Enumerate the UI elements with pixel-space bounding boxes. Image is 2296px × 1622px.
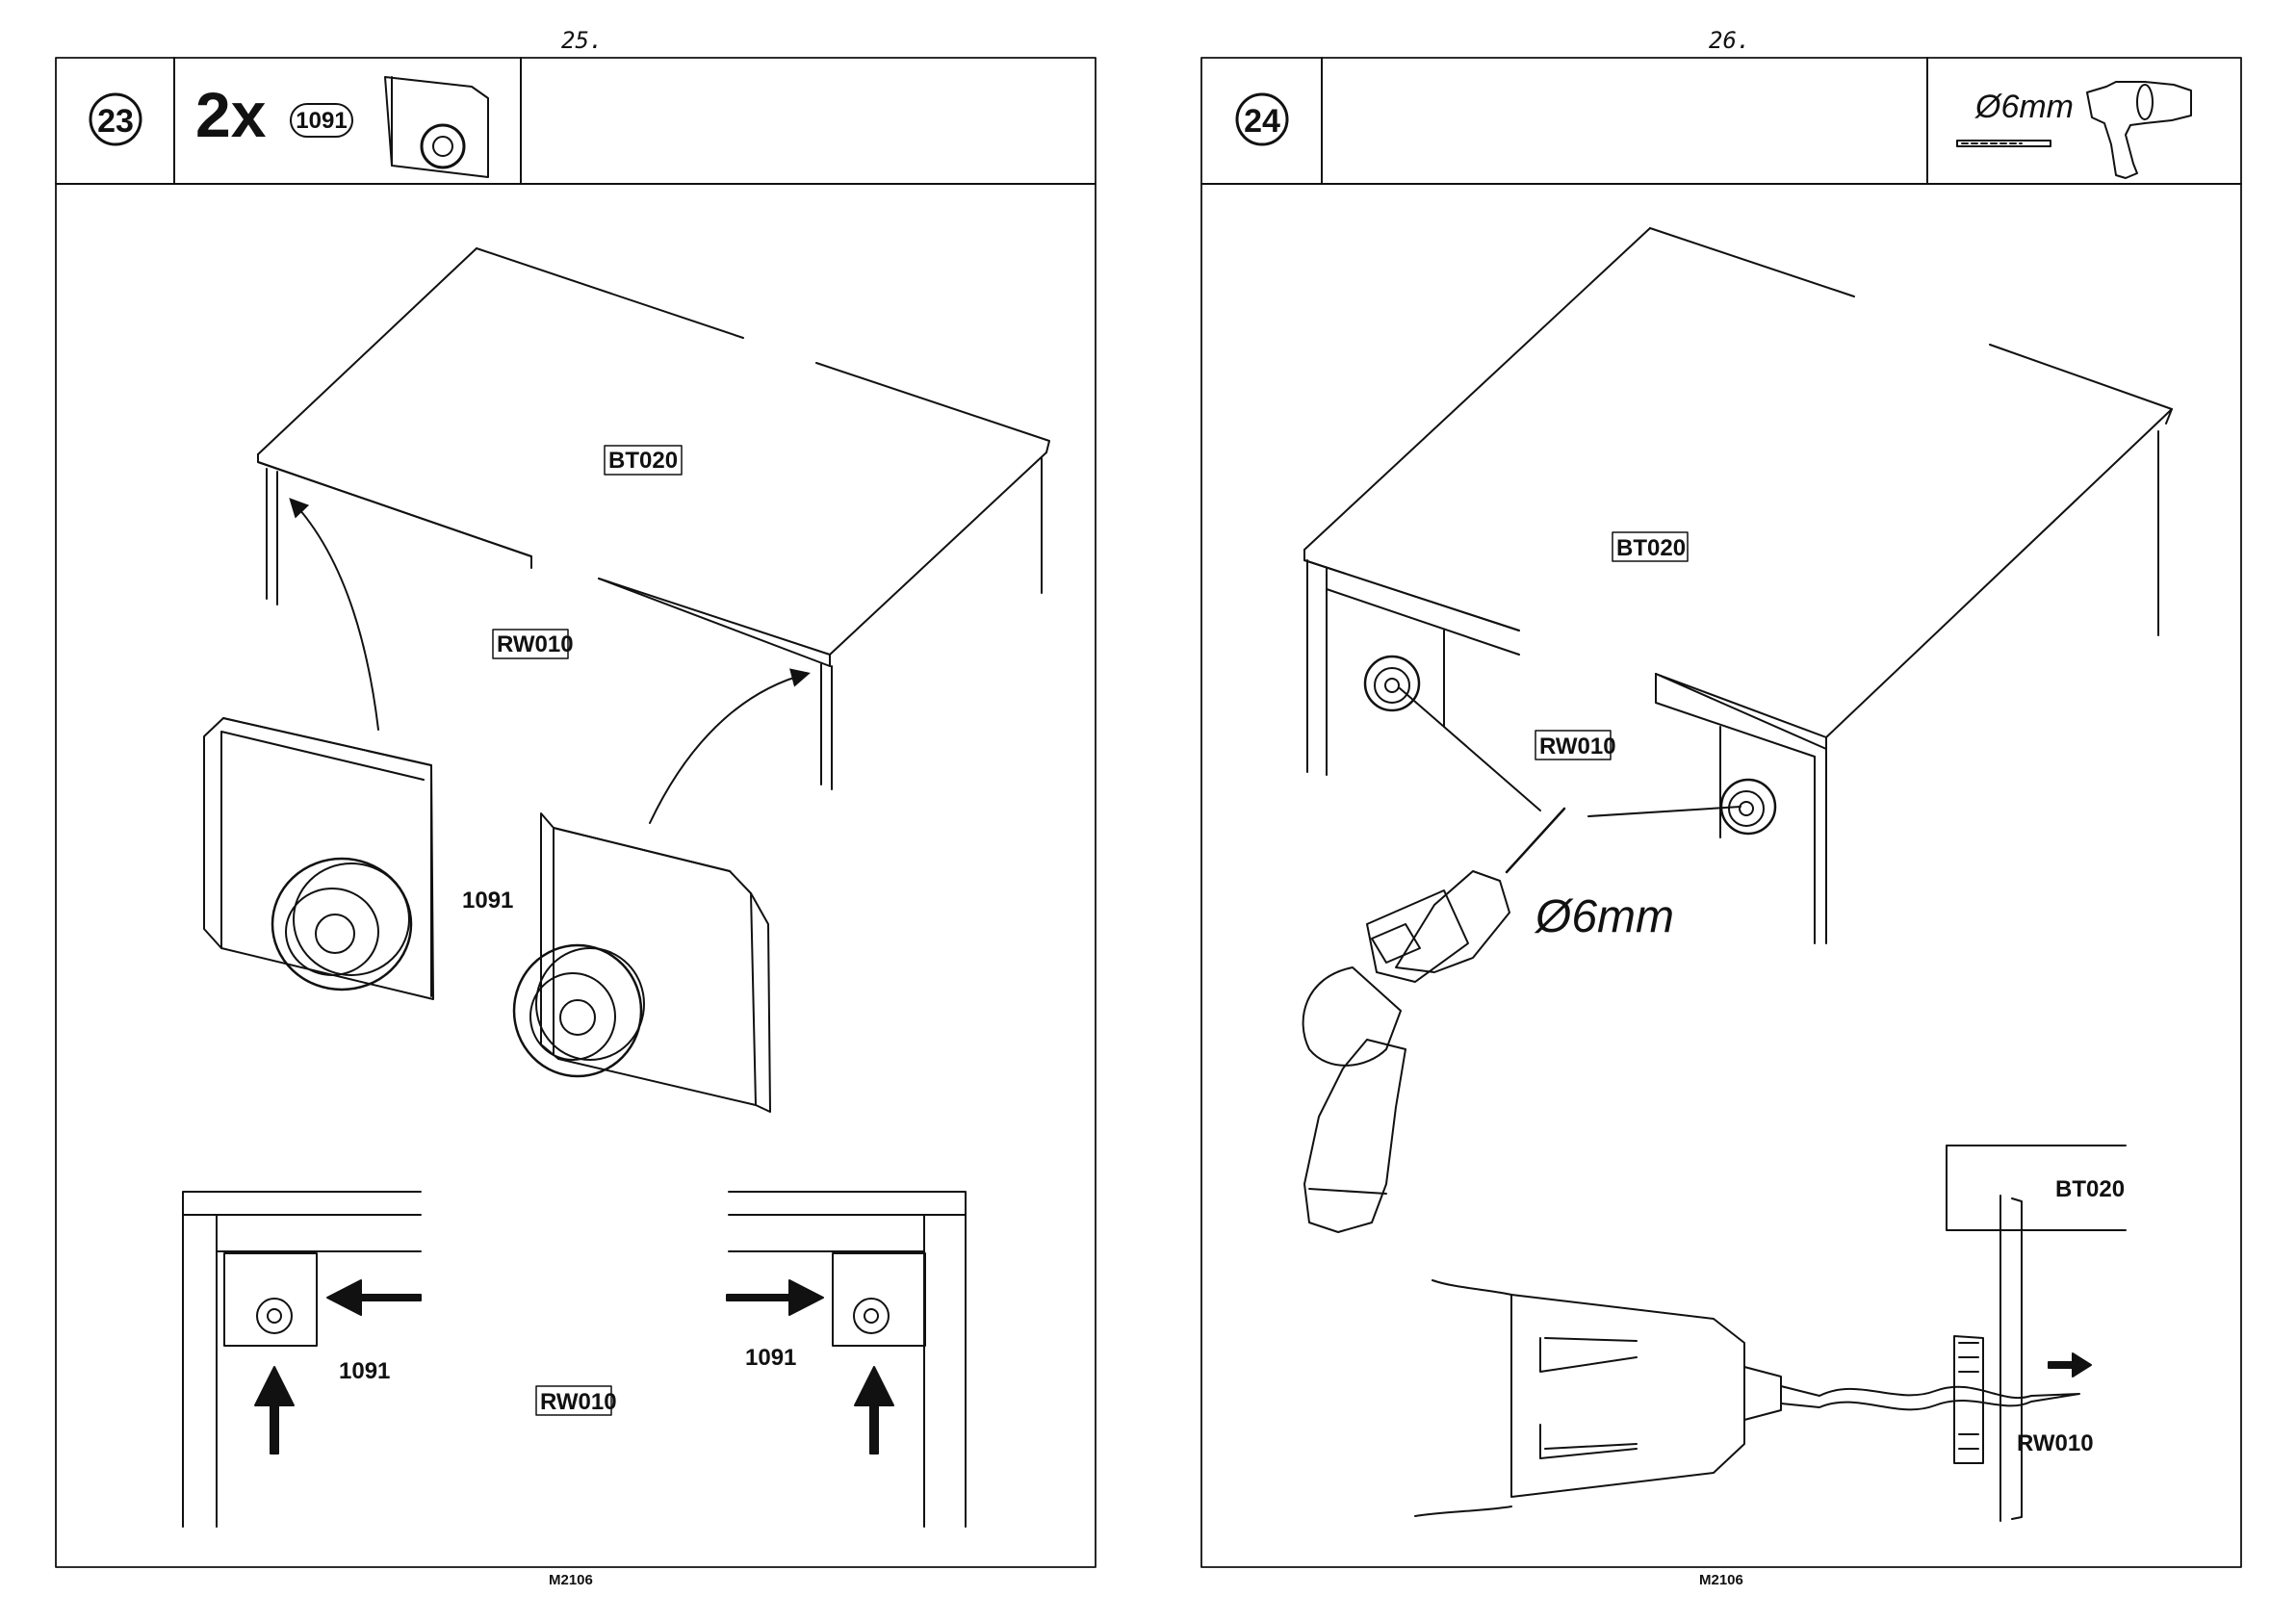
right-insert-arrow [650, 674, 807, 823]
top-panel-code: BT020 [608, 448, 678, 474]
detail-view-right-page [1415, 1146, 2126, 1521]
arrow-icon [2049, 1353, 2091, 1377]
arrow-icon [327, 1280, 421, 1315]
detail-panel-code: BT020 [2055, 1176, 2125, 1202]
part-thumbnail [385, 77, 488, 177]
detail-left-part-label: 1091 [339, 1358, 390, 1384]
top-panel-code: BT020 [1616, 535, 1686, 561]
left-page-footer: M2106 [549, 1572, 593, 1588]
detail-rail-code: RW010 [2017, 1430, 2094, 1456]
part-badge-label: 1091 [296, 108, 347, 134]
quantity-label: 2x [195, 79, 267, 150]
back-rail-code: RW010 [497, 631, 574, 657]
drill-icon [2087, 82, 2191, 178]
detail-view-left-page [183, 1192, 966, 1527]
glide-block-right [514, 813, 770, 1112]
part-number-label: 1091 [462, 888, 513, 914]
drill-icon [1303, 809, 1564, 1232]
drill-bit-icon [1957, 141, 2051, 146]
arrow-icon [855, 1367, 893, 1454]
right-page: 24 Ø6mm [1201, 58, 2241, 1567]
drill-size-label: Ø6mm [1534, 891, 1674, 942]
glide-block-left [204, 718, 433, 999]
tool-size-label: Ø6mm [1974, 89, 2074, 125]
left-insert-arrow [292, 501, 378, 730]
table-assembly [258, 248, 1049, 789]
arrow-icon [255, 1367, 294, 1454]
step-number: 23 [97, 103, 134, 140]
right-page-footer: M2106 [1699, 1572, 1743, 1588]
detail-rail-code: RW010 [540, 1389, 617, 1415]
detail-right-part-label: 1091 [745, 1345, 796, 1371]
left-page: 23 2x 1091 [56, 58, 1096, 1567]
step-number: 24 [1244, 103, 1280, 140]
table-assembly [1304, 228, 2172, 943]
back-rail-code: RW010 [1539, 734, 1616, 760]
arrow-icon [727, 1280, 823, 1315]
